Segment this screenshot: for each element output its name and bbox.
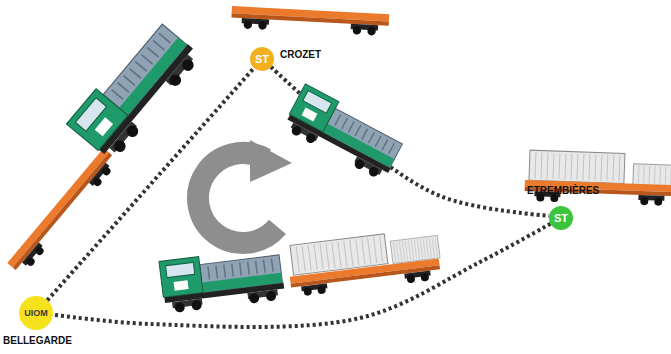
container (390, 235, 440, 263)
flat-wagon (231, 6, 389, 36)
station-node: UIOMBELLEGARDE (19, 296, 53, 330)
train-left (0, 17, 206, 276)
train-bottom (159, 227, 443, 314)
station-node: STETREMBIÈRES (549, 206, 573, 230)
station-name: CROZET (280, 50, 321, 60)
container (290, 234, 388, 275)
cycle-arrowhead (250, 140, 292, 182)
locomotive (67, 17, 203, 163)
station-name: BELLEGARDE (3, 336, 72, 346)
dotted-track (53, 224, 551, 327)
flat-wagon (7, 148, 120, 276)
train-right (282, 84, 407, 182)
station-code: UIOM (24, 309, 48, 318)
locomotive (282, 84, 407, 182)
cycle-arrow (198, 140, 292, 243)
flat-wagon (524, 180, 671, 206)
container (529, 150, 625, 183)
dotted-track (271, 67, 549, 216)
locomotive (159, 247, 286, 314)
train-etrembieres (524, 150, 671, 212)
station-code: ST (554, 213, 568, 224)
station-node: STCROZET (250, 47, 274, 71)
station-name: ETREMBIÈRES (527, 186, 599, 196)
station-code: ST (255, 54, 269, 65)
